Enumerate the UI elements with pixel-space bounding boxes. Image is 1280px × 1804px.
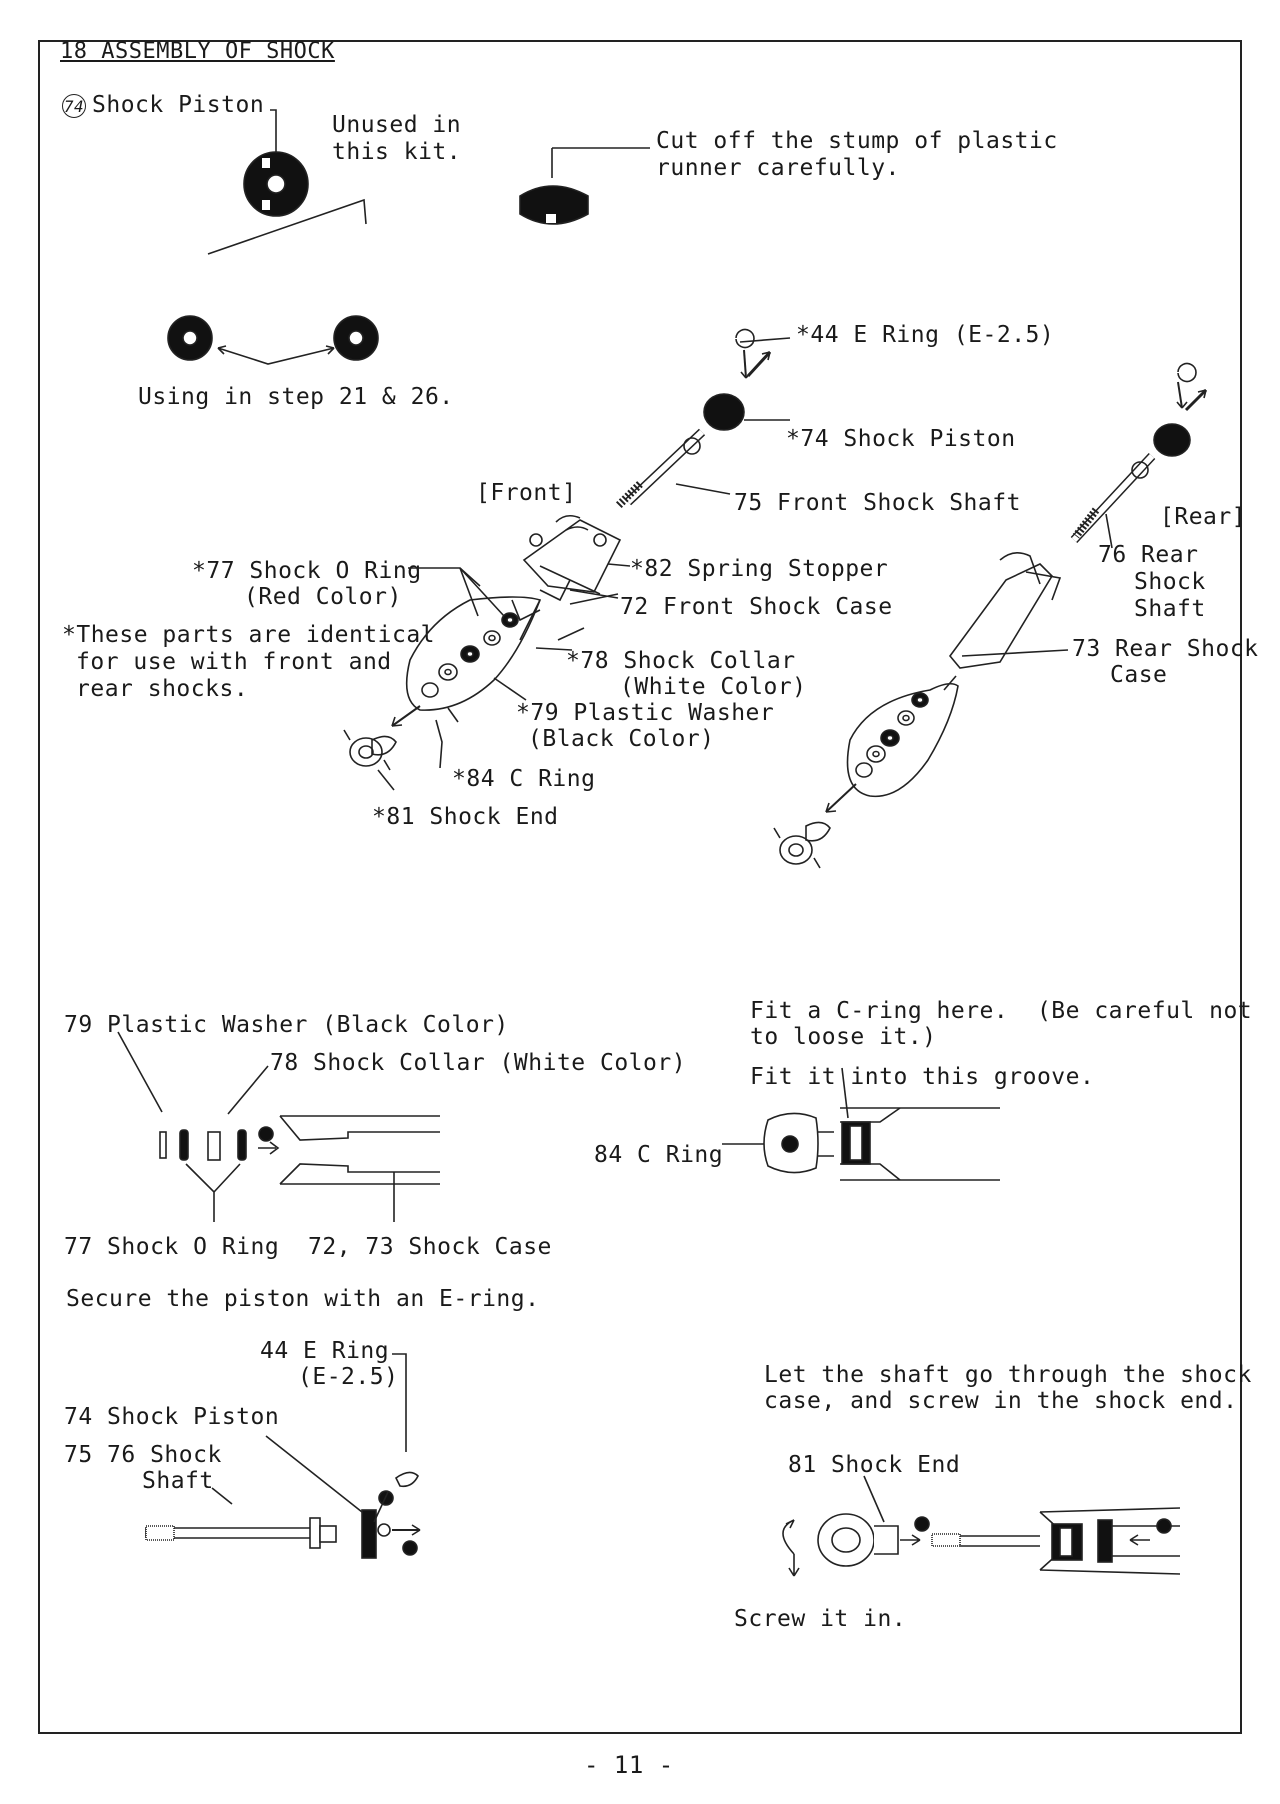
front-case-label: 72 Front Shock Case (620, 594, 893, 620)
front-washer-color: (Black Color) (528, 726, 715, 752)
spring-stopper-label: *82 Spring Stopper (630, 556, 889, 582)
detail4-end-label: 81 Shock End (788, 1452, 961, 1478)
fit-c-ring-line-2: to loose it.) (750, 1024, 937, 1050)
unused-line-1: Unused in (332, 112, 462, 138)
detail4-line-1: Let the shaft go through the shock (764, 1362, 1252, 1388)
using-note: Using in step 21 & 26. (138, 384, 454, 410)
screw-it-in-label: Screw it in. (734, 1606, 907, 1632)
rear-case-line-1: 73 Rear Shock (1072, 636, 1259, 662)
detail3-shaft-line-1: 75 76 Shock (64, 1442, 222, 1468)
detail3-e-ring-line-1: 44 E Ring (260, 1338, 390, 1364)
detail1-collar-label: 78 Shock Collar (White Color) (270, 1050, 687, 1076)
front-collar-color: (White Color) (620, 674, 807, 700)
rear-heading: [Rear] (1160, 504, 1247, 530)
front-shock-assembly (343, 328, 791, 791)
detail4-line-2: case, and screw in the shock end. (764, 1388, 1238, 1414)
front-o-ring-color: (Red Color) (244, 584, 402, 610)
front-o-ring-label: *77 Shock O Ring (192, 558, 422, 584)
detail4-diagram (782, 1475, 1181, 1577)
front-washer-label: *79 Plastic Washer (516, 700, 775, 726)
detail3-shaft-line-2: Shaft (142, 1468, 214, 1494)
note-line-2: for use with front and (76, 649, 392, 675)
rear-shaft-line-3: Shaft (1134, 596, 1206, 622)
detail2-c-ring-label: 84 C Ring (594, 1142, 724, 1168)
note-line-1: *These parts are identical (62, 622, 436, 648)
plastic-runner-diagram (519, 147, 650, 225)
detail3-e-ring-line-2: (E-2.5) (298, 1364, 399, 1390)
unused-line-2: this kit. (332, 139, 462, 165)
page-frame (38, 40, 1242, 1734)
front-end-label: *81 Shock End (372, 804, 559, 830)
front-shaft-label: 75 Front Shock Shaft (734, 490, 1021, 516)
rear-case-line-2: Case (1110, 662, 1168, 688)
cut-off-line-2: runner carefully. (656, 155, 900, 181)
secure-instruction: Secure the piston with an E-ring. (66, 1286, 540, 1312)
rear-shaft-line-2: Shock (1134, 569, 1206, 595)
part-number-badge: 74 (62, 93, 86, 118)
front-heading: [Front] (476, 480, 577, 506)
front-piston-label: *74 Shock Piston (786, 426, 1016, 452)
front-collar-label: *78 Shock Collar (566, 648, 796, 674)
page-number: - 11 - (584, 1751, 674, 1779)
fit-c-ring-line-1: Fit a C-ring here. (Be careful not (750, 998, 1253, 1024)
cut-off-line-1: Cut off the stump of plastic (656, 128, 1058, 154)
spare-pistons-diagram (167, 315, 379, 365)
front-c-ring-label: *84 C Ring (452, 766, 596, 792)
detail1-washer-label: 79 Plastic Washer (Black Color) (64, 1012, 509, 1038)
detail3-piston-label: 74 Shock Piston (64, 1404, 280, 1430)
detail2-diagram (722, 1067, 1000, 1181)
front-e-ring-label: *44 E Ring (E-2.5) (796, 322, 1055, 348)
detail1-o-ring-label: 77 Shock O Ring (64, 1234, 280, 1260)
note-line-3: rear shocks. (76, 676, 249, 702)
detail3-diagram (145, 1353, 421, 1559)
rear-shock-assembly (773, 362, 1208, 869)
rear-shaft-line-1: 76 Rear (1098, 542, 1199, 568)
detail1-diagram (117, 1031, 440, 1222)
detail1-case-label: 72, 73 Shock Case (308, 1234, 552, 1260)
fit-groove-label: Fit it into this groove. (750, 1064, 1095, 1090)
shock-piston-diagram (207, 109, 367, 255)
step-title: 18 ASSEMBLY OF SHOCK (60, 39, 335, 64)
